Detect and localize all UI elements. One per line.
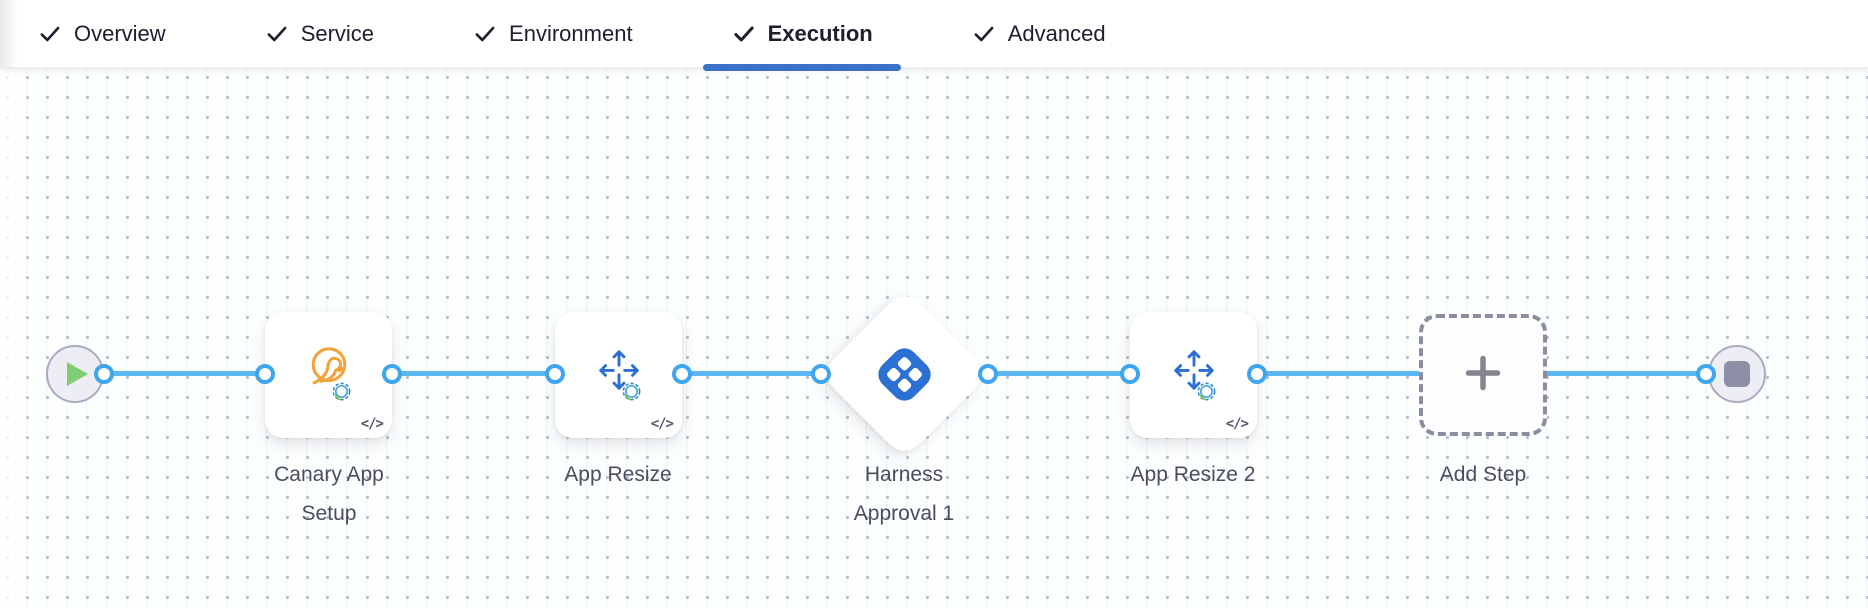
check-icon [472, 21, 498, 47]
gear-icon [332, 382, 351, 406]
port-approval-out[interactable] [978, 364, 998, 384]
gear-icon [622, 382, 641, 406]
tab-service[interactable]: Service [264, 0, 374, 67]
port-app-resize-in[interactable] [545, 364, 565, 384]
pipeline-canvas[interactable]: </> </> [0, 68, 1868, 608]
node-label-app-resize-2: App Resize 2 [1130, 463, 1256, 486]
tab-label: Execution [767, 20, 873, 46]
tab-label: Environment [509, 20, 633, 46]
add-step-button[interactable] [1419, 314, 1547, 436]
check-icon [37, 21, 63, 47]
node-label-app-resize: App Resize [564, 463, 672, 486]
tab-environment[interactable]: Environment [472, 0, 633, 67]
end-node [1708, 345, 1766, 403]
tab-execution[interactable]: Execution [702, 0, 901, 71]
code-icon: </> [1225, 416, 1249, 432]
canary-bird-icon [306, 343, 352, 396]
play-icon [67, 362, 88, 386]
stop-icon [1724, 361, 1750, 387]
tab-label: Overview [74, 20, 166, 46]
node-label-harness-approval: Harness Approval 1 [853, 463, 955, 525]
tab-bar: Overview Service Environment Execution A [0, 0, 1868, 71]
canvas-left-fade [0, 68, 30, 608]
port-canary-out[interactable] [382, 364, 402, 384]
tab-label: Advanced [1007, 20, 1106, 46]
plus-icon [1461, 351, 1505, 400]
port-start-out[interactable] [94, 364, 114, 384]
port-app-resize2-in[interactable] [1120, 364, 1140, 384]
code-icon: </> [360, 416, 384, 432]
port-end-in[interactable] [1696, 364, 1716, 384]
gear-icon [1197, 382, 1216, 406]
resize-arrows-icon [1169, 345, 1219, 400]
port-app-resize2-out[interactable] [1247, 364, 1267, 384]
port-approval-in[interactable] [811, 364, 831, 384]
node-canary-app-setup[interactable]: </> [265, 312, 392, 438]
node-harness-approval-1[interactable] [818, 287, 991, 460]
node-label-canary-app-setup: Canary App Setup [274, 463, 384, 525]
start-node [46, 345, 104, 403]
node-label-add-step: Add Step [1439, 463, 1527, 486]
code-icon: </> [650, 416, 674, 432]
node-app-resize[interactable]: </> [555, 312, 682, 438]
node-app-resize-2[interactable]: </> [1130, 312, 1257, 438]
port-canary-in[interactable] [255, 364, 275, 384]
tab-overview[interactable]: Overview [37, 0, 166, 67]
port-app-resize-out[interactable] [672, 364, 692, 384]
tab-label: Service [300, 20, 375, 46]
check-icon [264, 21, 290, 47]
check-icon [731, 21, 757, 47]
check-icon [971, 21, 997, 47]
tab-advanced[interactable]: Advanced [971, 0, 1106, 67]
resize-arrows-icon [594, 345, 644, 400]
